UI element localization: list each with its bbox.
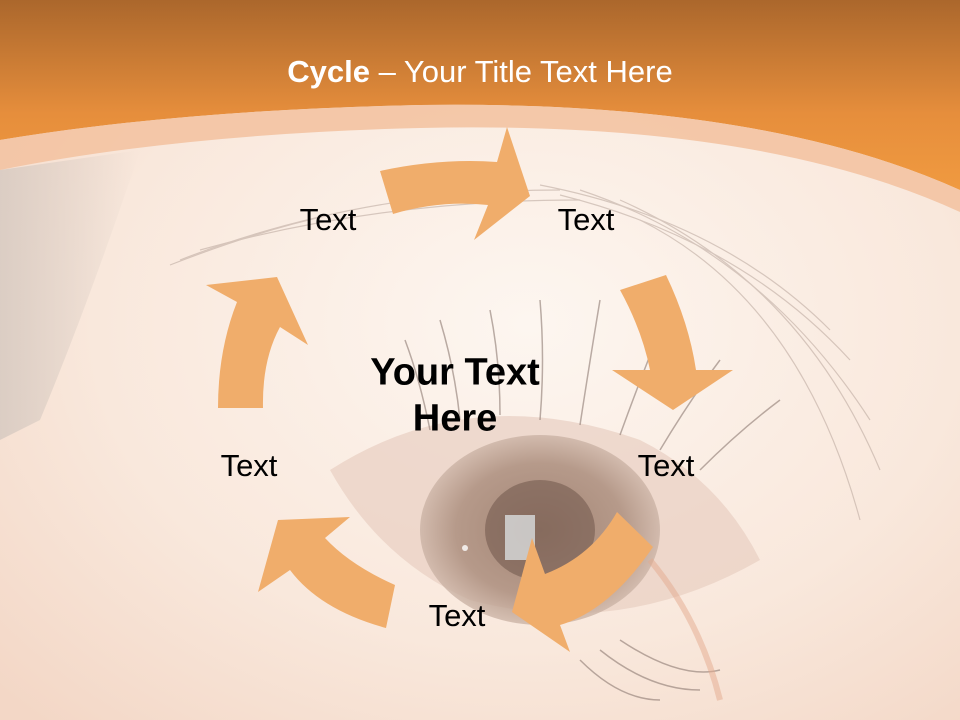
node-label-left: Text [220,448,278,483]
title-rest-part: – Your Title Text Here [370,54,673,89]
node-label-top-left: Text [299,202,357,237]
node-label-right: Text [637,448,695,483]
arrow-bottom-right-icon [512,512,653,652]
node-label-top-right: Text [557,202,615,237]
arrow-left-icon [206,277,308,408]
center-text: Your Text Here [370,351,540,440]
title-bold-part: Cycle [287,54,370,89]
arrow-top-icon [380,127,530,240]
arrow-bottom-left-icon [258,517,395,628]
slide-title: Cycle – Your Title Text Here [0,54,960,90]
arrow-right-icon [612,275,733,410]
node-label-bottom: Text [428,598,486,633]
